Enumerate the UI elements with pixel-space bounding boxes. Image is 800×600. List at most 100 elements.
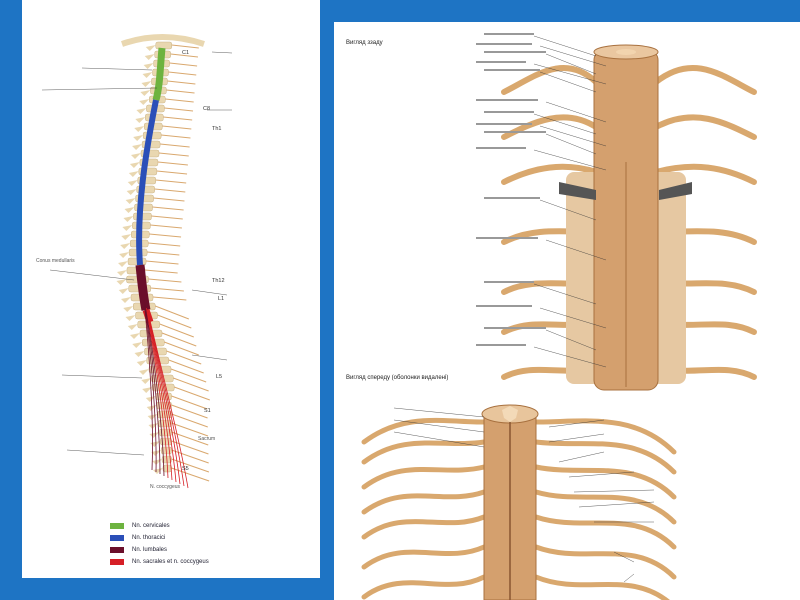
label-conus: Conus medullaris <box>36 258 75 264</box>
legend-label: Nn. cervicales <box>132 523 170 529</box>
spinal-nerve <box>165 98 194 103</box>
vertebra-process <box>121 297 131 303</box>
leader-line <box>539 45 607 67</box>
spinal-nerve <box>166 89 195 94</box>
nerve-root-right <box>653 163 757 185</box>
leader-line <box>66 449 145 456</box>
spinal-nerve <box>157 161 188 166</box>
label-l1: L1 <box>218 296 224 302</box>
nerve-root-left <box>361 574 487 600</box>
leader-lines <box>41 51 233 456</box>
vertebra-process <box>153 468 163 474</box>
label-placeholder <box>476 305 532 307</box>
label-placeholder <box>476 99 538 101</box>
cauda-equina <box>143 299 189 489</box>
spinal-nerve <box>148 242 181 247</box>
label-placeholder <box>476 61 526 63</box>
spinal-nerve <box>171 413 208 428</box>
spinal-nerve <box>163 116 193 121</box>
nerve-root-left <box>361 417 487 445</box>
spinal-nerve <box>174 386 210 401</box>
leader-line <box>545 239 607 261</box>
spinal-nerve <box>171 404 208 419</box>
spinal-nerve <box>149 233 182 238</box>
leader-line <box>545 53 597 75</box>
vertebral-column <box>116 34 210 482</box>
leader-line <box>539 71 597 93</box>
posterior-view-illustration <box>476 33 757 391</box>
legend-label: Nn. lumbales <box>132 547 168 553</box>
vertebra-process <box>127 180 138 186</box>
leader-line <box>545 133 597 155</box>
vertebra-process <box>134 351 145 357</box>
nerve-root-right <box>533 439 677 475</box>
vertebra-process <box>124 207 135 213</box>
vertebra-process <box>142 387 153 393</box>
nerve-root-right <box>533 574 670 600</box>
label-placeholder <box>484 33 534 35</box>
label-t1: Th1 <box>212 126 221 132</box>
spine-overview-panel: C1 C8 Th1 Th12 L1 L5 S1 S5 Sacrum N. coc… <box>22 0 320 578</box>
vertebra-process <box>136 360 147 366</box>
cauda-fiber <box>145 305 165 477</box>
leader-line <box>539 199 597 221</box>
leader-line <box>393 407 485 418</box>
vertebra-process <box>145 396 156 402</box>
nerve-root-left <box>501 163 599 185</box>
vertebra <box>155 41 173 50</box>
vertebra-process <box>118 288 129 294</box>
vertebra-process <box>132 342 143 348</box>
vertebra-process <box>140 90 151 96</box>
vertebra-process <box>123 216 134 222</box>
label-coccygeus: N. coccygeus <box>150 484 181 490</box>
vertebra-process <box>118 261 129 267</box>
vertebra-process <box>129 162 140 168</box>
spinal-nerve <box>148 278 182 283</box>
leader-line <box>548 433 605 443</box>
leader-line <box>533 35 597 57</box>
spinal-nerve <box>171 395 208 410</box>
left-ligament <box>559 182 596 200</box>
leader-line <box>539 125 607 147</box>
spinal-nerve <box>161 134 191 139</box>
legend-swatch <box>110 559 124 565</box>
nerve-root-left <box>361 464 487 490</box>
spinal-nerve <box>169 62 198 67</box>
label-placeholder <box>484 51 546 53</box>
spinal-cord-detail-panel: Вигляд ззаду Вигляд спереду (оболонки ви… <box>334 22 800 600</box>
nerve-root-right <box>653 114 757 140</box>
label-placeholder <box>484 69 540 71</box>
cauda-fiber <box>146 307 169 479</box>
nerve-root-right <box>533 464 677 500</box>
cauda-fiber <box>144 303 161 475</box>
spinal-nerve <box>158 152 189 157</box>
right-ligament <box>659 182 692 200</box>
label-placeholder <box>476 123 532 125</box>
leader-line <box>578 501 655 508</box>
spinal-nerve <box>154 188 186 193</box>
spinal-nerve <box>168 71 197 76</box>
label-s1: S1 <box>204 408 211 414</box>
spinal-nerve <box>156 170 188 175</box>
spinal-cord-views: Вигляд ззаду Вигляд спереду (оболонки ви… <box>346 33 757 600</box>
leader-line <box>49 269 135 281</box>
label-placeholder <box>476 344 526 346</box>
spinal-nerve <box>173 377 209 392</box>
cauda-fiber <box>149 317 189 489</box>
leader-line <box>545 329 597 351</box>
vertebra-process <box>128 171 139 177</box>
nerve-root-right <box>533 489 677 525</box>
vertebra-process <box>139 369 149 375</box>
leader-line <box>613 551 635 563</box>
nerve-roots <box>361 417 677 600</box>
spinal-nerve <box>170 53 199 58</box>
spinal-nerve <box>161 332 197 347</box>
leader-lines <box>476 33 607 368</box>
leader-line <box>81 67 153 71</box>
leader-line <box>191 354 228 361</box>
vertebra-process <box>121 234 132 240</box>
spinal-nerve <box>166 350 202 365</box>
nerve-root-right <box>653 64 757 95</box>
leader-line <box>548 419 605 428</box>
spinal-nerve <box>164 107 194 112</box>
